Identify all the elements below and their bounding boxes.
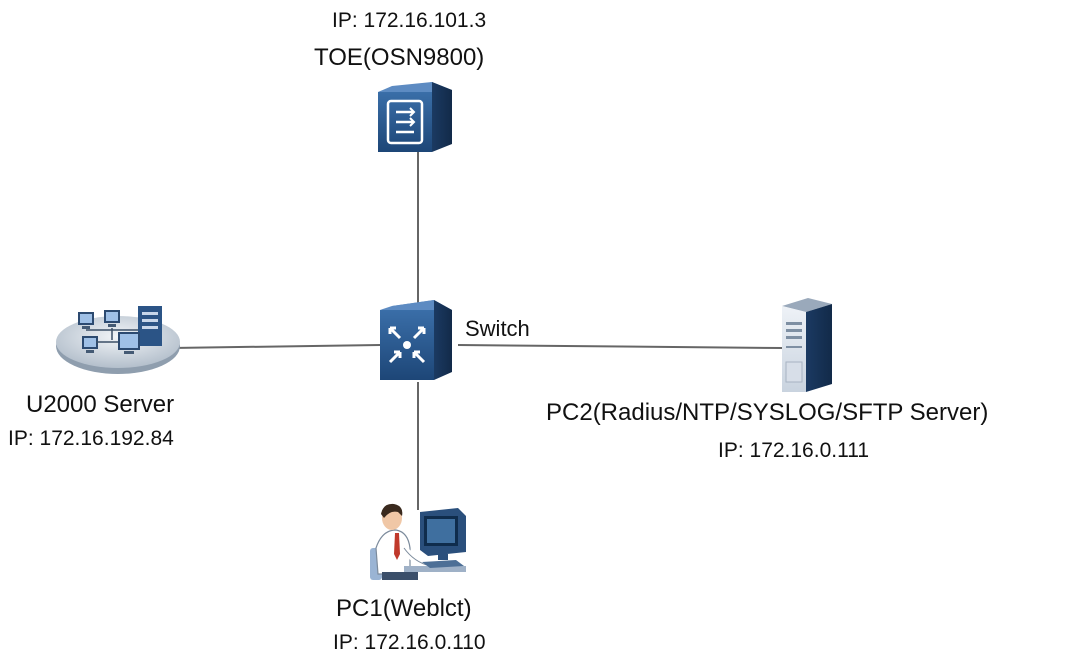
tower-server-icon: [782, 298, 832, 392]
u2000-name-label: U2000 Server: [26, 391, 175, 418]
switch-name-label: Switch: [465, 316, 530, 341]
link-switch-pc2: [457, 344, 783, 349]
pc1-name-label: PC1(Weblct): [336, 595, 472, 622]
pc2-ip-label: IP: 172.16.0.111: [718, 439, 870, 462]
optical-transport-device-icon: [378, 82, 452, 152]
u2000-ip-label: IP: 172.16.192.84: [8, 427, 174, 450]
network-switch-icon: [380, 300, 452, 380]
user-at-workstation-icon: [370, 503, 466, 580]
network-management-lan-icon: [56, 306, 180, 374]
links: [171, 150, 783, 510]
toe-ip-label: IP: 172.16.101.3: [332, 9, 487, 32]
link-switch-u2000: [171, 344, 381, 349]
pc2-name-label: PC2(Radius/NTP/SYSLOG/SFTP Server): [546, 399, 989, 426]
pc1-ip-label: IP: 172.16.0.110: [333, 631, 486, 654]
toe-name-label: TOE(OSN9800): [314, 44, 485, 71]
